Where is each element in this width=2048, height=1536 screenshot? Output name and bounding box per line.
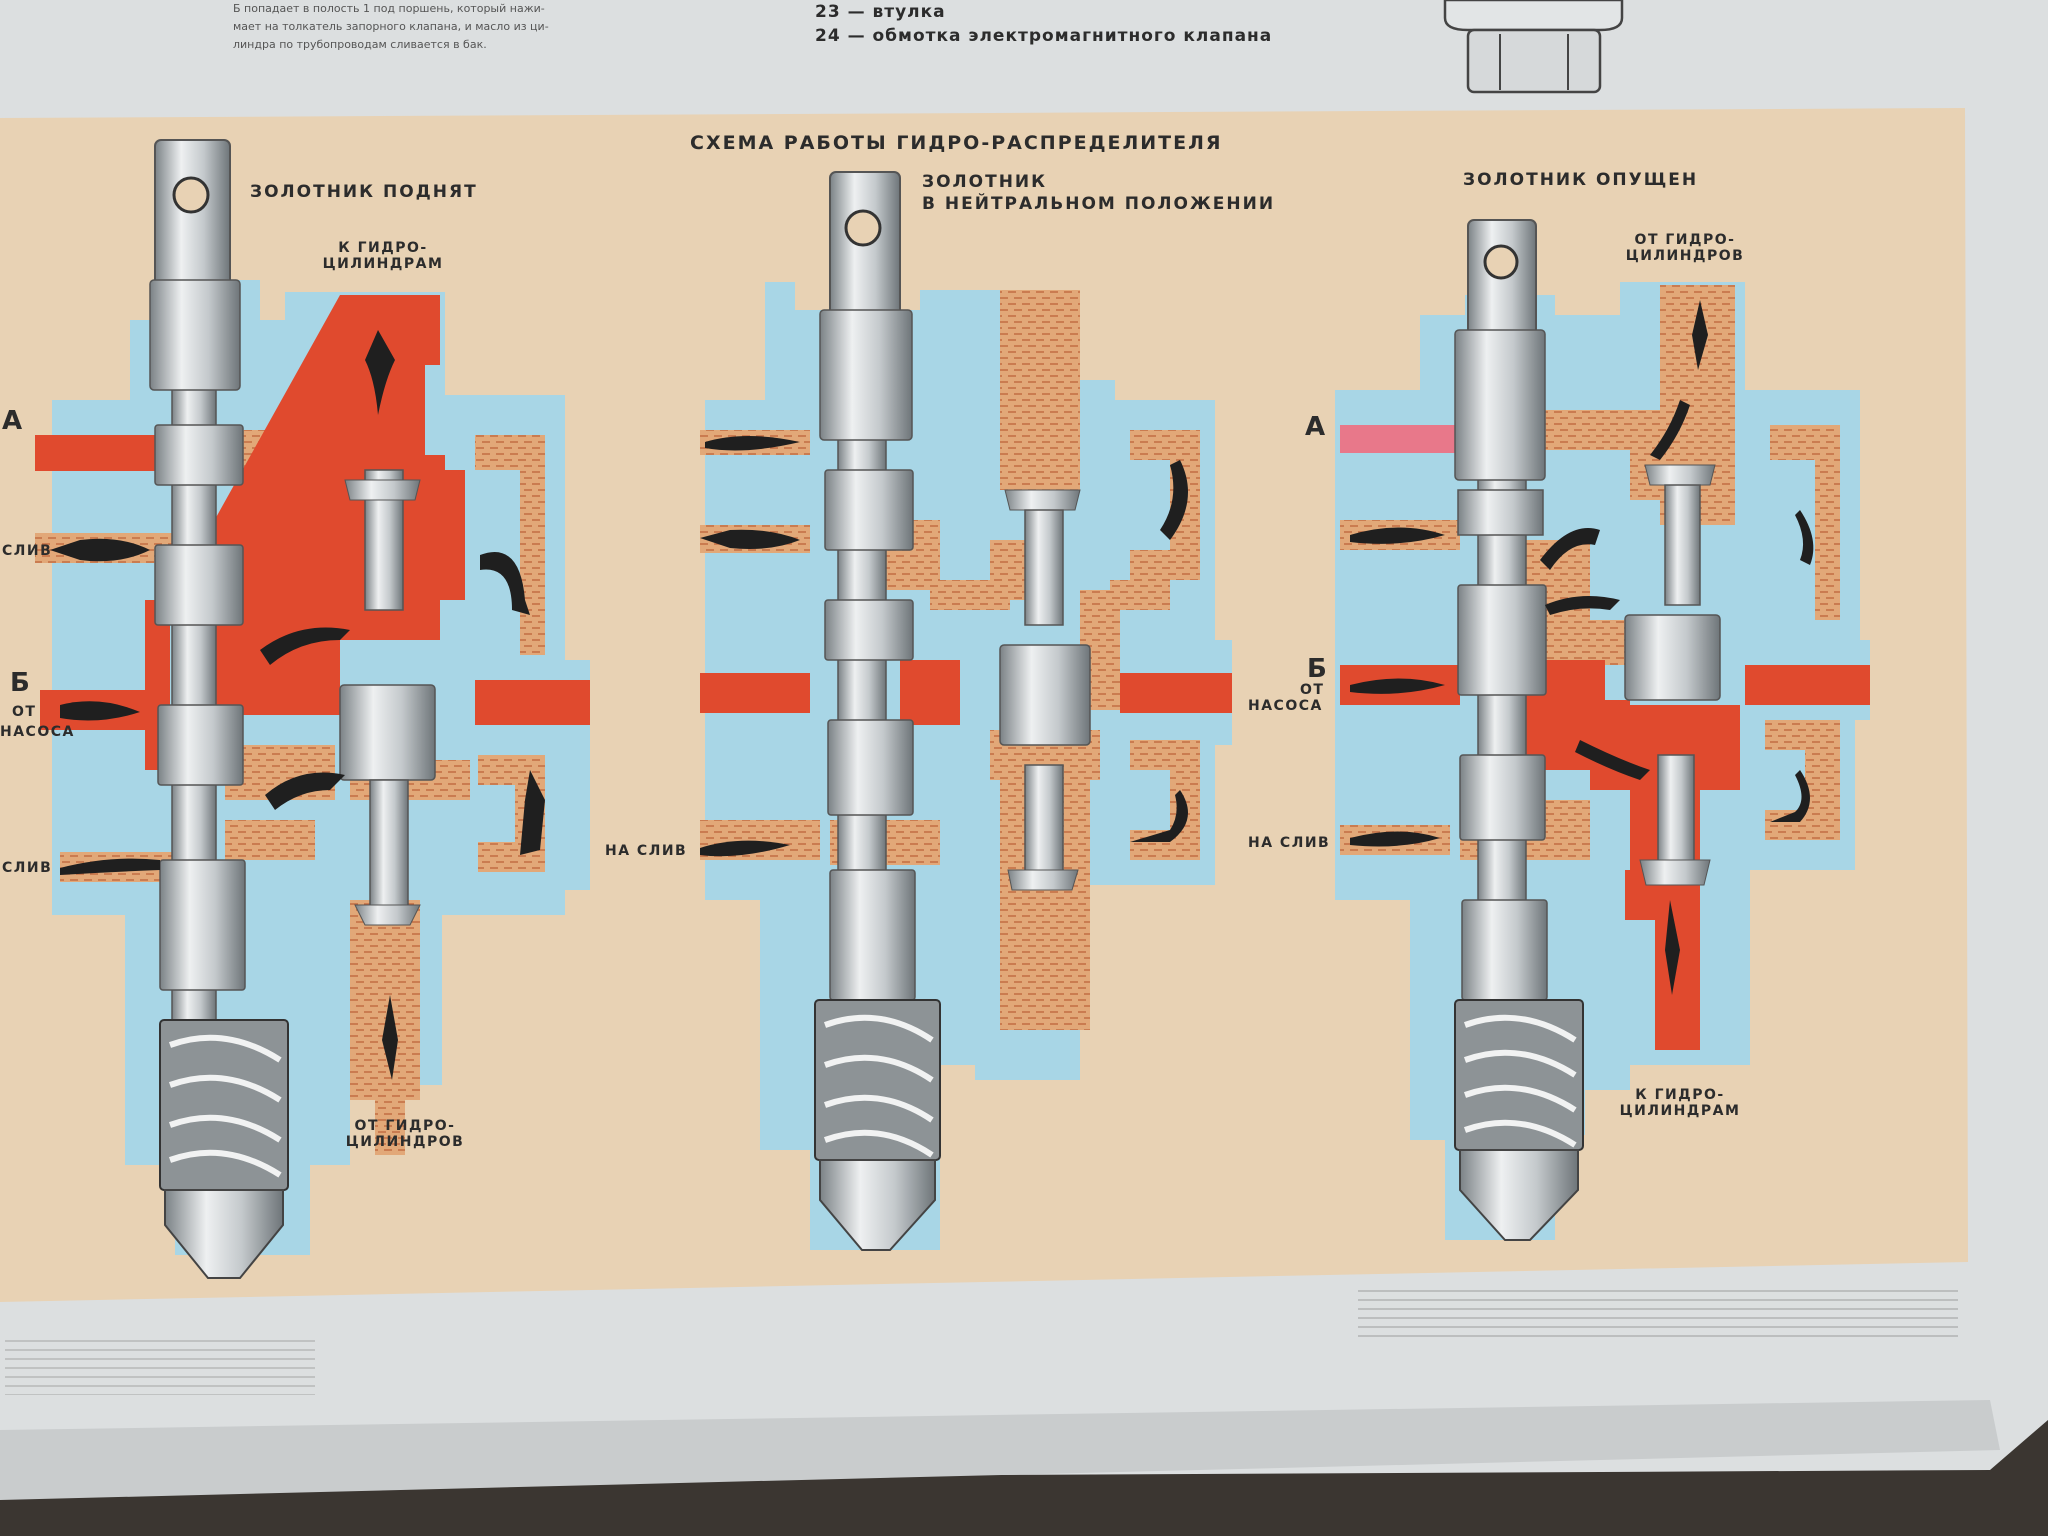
- right-bottom-port-label: К ГИДРО- ЦИЛИНДРАМ: [1619, 1087, 1741, 1119]
- panel-spool-raised: [35, 139, 590, 1279]
- legend-item-24: 24 — обмотка электромагнитного клапана: [815, 26, 1273, 46]
- panel-spool-lowered: [1335, 219, 1870, 1241]
- panel-spool-neutral: [700, 171, 1232, 1251]
- caption-spool-raised: ЗОЛОТНИК ПОДНЯТ: [250, 182, 478, 202]
- imprint-text-left: [5, 1340, 315, 1395]
- right-label-na-sliv: НА СЛИВ: [1248, 835, 1331, 851]
- right-label-b: Б: [1307, 654, 1327, 684]
- left-label-sliv-lower: СЛИВ: [2, 860, 53, 876]
- legend-item-23: 23 — втулка: [815, 2, 946, 22]
- right-label-nasosa: НАСОСА: [1248, 698, 1323, 714]
- caption-neutral-line1: ЗОЛОТНИК: [922, 172, 1048, 192]
- left-label-a: А: [2, 406, 23, 436]
- left-label-b: Б: [10, 668, 30, 698]
- top-nut-drawing: [1443, 0, 1624, 94]
- diagram-title: СХЕМА РАБОТЫ ГИДРО-РАСПРЕДЕЛИТЕЛЯ: [690, 132, 1223, 154]
- right-label-ot: ОТ: [1300, 682, 1325, 698]
- right-top-port-label: ОТ ГИДРО- ЦИЛИНДРОВ: [1625, 232, 1745, 264]
- caption-spool-lowered: ЗОЛОТНИК ОПУЩЕН: [1463, 170, 1699, 190]
- left-bottom-port-label: ОТ ГИДРО- ЦИЛИНДРОВ: [345, 1118, 465, 1150]
- left-label-ot: ОТ: [12, 704, 37, 720]
- left-top-port-label: К ГИДРО- ЦИЛИНДРАМ: [322, 240, 444, 272]
- top-paragraph: Б попадает в полость 1 под поршень, кото…: [233, 2, 549, 51]
- caption-neutral-line2: В НЕЙТРАЛЬНОМ ПОЛОЖЕНИИ: [922, 194, 1276, 214]
- middle-label-na-sliv: НА СЛИВ: [605, 843, 688, 859]
- right-label-a: А: [1305, 412, 1326, 442]
- imprint-text-right: [1358, 1290, 1958, 1340]
- left-label-sliv-upper: СЛИВ: [2, 543, 53, 559]
- left-label-nasosa: НАСОСА: [0, 724, 75, 740]
